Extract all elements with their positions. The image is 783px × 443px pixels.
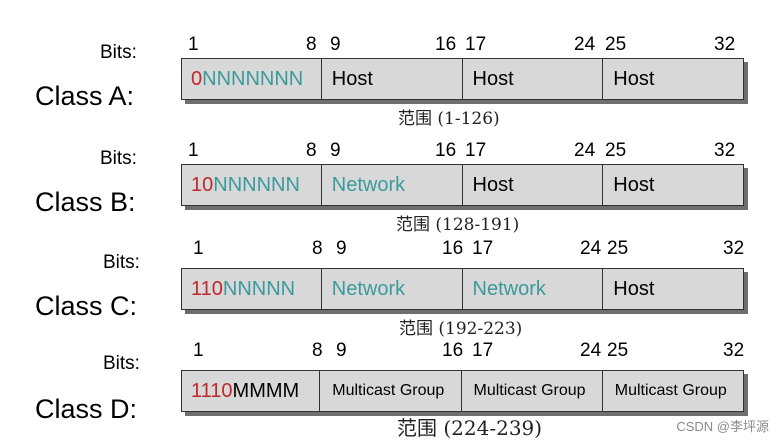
bit-number: 16 xyxy=(435,34,457,55)
network-bits: NNNNNNN xyxy=(202,67,304,90)
octet-2: Network xyxy=(321,164,463,206)
octet-2: Network xyxy=(321,268,463,310)
bit-number: 9 xyxy=(336,340,347,361)
bit-number: 24 xyxy=(574,34,596,55)
bits-label: Bits: xyxy=(100,148,137,169)
octet-3: Network xyxy=(462,268,604,310)
class-label: Class C: xyxy=(35,291,138,321)
bit-number: 1 xyxy=(193,238,204,259)
bit-number: 17 xyxy=(465,140,487,161)
bits-label: Bits: xyxy=(103,252,140,273)
network-bits: NNNNNN xyxy=(213,173,300,196)
bit-number: 8 xyxy=(312,238,323,259)
bit-number: 24 xyxy=(574,140,596,161)
octet-2: Multicast Group xyxy=(320,370,462,412)
bit-number: 25 xyxy=(605,140,627,161)
bit-number: 24 xyxy=(580,340,602,361)
bit-number: 9 xyxy=(336,238,347,259)
class-label: Class A: xyxy=(35,81,135,111)
range-label: 范围 (192-223) xyxy=(399,319,523,339)
class-prefix-bits: 10 xyxy=(191,173,214,196)
bit-number: 9 xyxy=(330,34,341,55)
bit-number: 24 xyxy=(580,238,602,259)
bit-number: 9 xyxy=(330,140,341,161)
bit-number: 8 xyxy=(306,34,317,55)
range-label: 范围 (1-126) xyxy=(398,109,500,129)
class-label: Class D: xyxy=(35,394,138,424)
bit-number: 25 xyxy=(607,238,629,259)
bit-number: 16 xyxy=(435,140,457,161)
range-label: 范围 (128-191) xyxy=(396,215,520,235)
octet-3: Host xyxy=(462,164,604,206)
octet-4: Host xyxy=(603,164,744,206)
octet-4: Host xyxy=(603,268,744,310)
range-label: 范围 (224-239) xyxy=(397,416,543,440)
bit-number: 25 xyxy=(605,34,627,55)
bit-number: 17 xyxy=(465,34,487,55)
octet-4: Multicast Group xyxy=(602,370,744,412)
octet-3: Host xyxy=(462,58,604,100)
bit-number: 1 xyxy=(188,34,199,55)
bit-number: 1 xyxy=(193,340,204,361)
multicast-bits: MMMM xyxy=(232,379,300,402)
class-prefix-bits: 1110 xyxy=(191,379,233,402)
bit-number: 16 xyxy=(442,340,464,361)
class-prefix-bits: 110 xyxy=(191,277,223,300)
octet-3: Multicast Group xyxy=(461,370,603,412)
bit-number: 17 xyxy=(472,238,494,259)
watermark: CSDN @李坪源 xyxy=(676,419,769,434)
octet-2: Host xyxy=(321,58,463,100)
bit-number: 16 xyxy=(442,238,464,259)
bit-number: 32 xyxy=(723,340,745,361)
bit-number: 25 xyxy=(607,340,629,361)
bit-number: 32 xyxy=(714,140,736,161)
octet-4: Host xyxy=(603,58,744,100)
bit-number: 32 xyxy=(723,238,745,259)
bits-label: Bits: xyxy=(103,353,140,374)
bit-number: 8 xyxy=(306,140,317,161)
bit-number: 8 xyxy=(312,340,323,361)
bit-number: 1 xyxy=(188,140,199,161)
bit-number: 32 xyxy=(714,34,736,55)
bits-label: Bits: xyxy=(100,42,137,63)
bit-number: 17 xyxy=(472,340,494,361)
network-bits: NNNNN xyxy=(222,277,296,300)
class-label: Class B: xyxy=(35,187,136,217)
class-prefix-bits: 0 xyxy=(191,67,203,90)
